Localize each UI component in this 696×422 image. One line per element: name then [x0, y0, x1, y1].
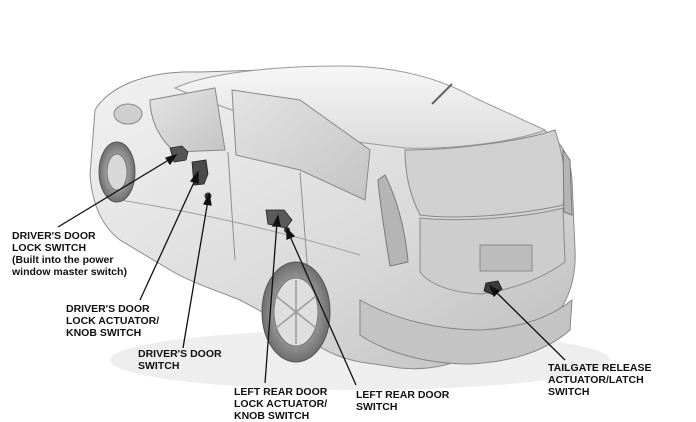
callout-text: LEFT REAR DOOR	[234, 386, 328, 398]
callout-text: ACTUATOR/LATCH	[548, 374, 644, 386]
callout-text: LOCK ACTUATOR/	[234, 398, 328, 410]
callout-left-rear-door-switch: LEFT REAR DOOR SWITCH	[356, 389, 449, 413]
leader-drivers-door-switch	[182, 199, 209, 349]
callout-left-rear-door-lock-actuator: LEFT REAR DOOR LOCK ACTUATOR/ KNOB SWITC…	[234, 386, 327, 422]
front-side-window	[149, 87, 226, 153]
antenna	[431, 83, 453, 105]
callout-text: DRIVER'S DOOR	[66, 303, 150, 315]
callout-text: LOCK ACTUATOR/	[66, 315, 160, 327]
callout-drivers-door-lock-actuator: DRIVER'S DOOR LOCK ACTUATOR/ KNOB SWITCH	[66, 303, 159, 339]
callout-text: SWITCH	[548, 386, 590, 398]
callout-text: DRIVER'S DOOR	[12, 230, 96, 242]
callout-text: TAILGATE RELEASE	[548, 362, 652, 374]
rear-window	[404, 129, 566, 218]
callout-drivers-door-lock-switch: DRIVER'S DOOR LOCK SWITCH (Built into th…	[12, 230, 127, 278]
rear-wheel-spokes	[275, 280, 317, 344]
leader-lines	[57, 153, 566, 386]
tail-light-left	[377, 174, 409, 267]
body-character-line	[119, 199, 361, 256]
callout-text: SWITCH	[356, 401, 398, 413]
front-wheel-rim	[106, 153, 128, 191]
callout-note: (Built into the power	[12, 254, 114, 266]
leader-tailgate-release	[493, 289, 566, 361]
door-seam-front	[227, 151, 236, 261]
callout-tailgate-release: TAILGATE RELEASE ACTUATOR/LATCH SWITCH	[548, 362, 651, 398]
callout-text: DRIVER'S DOOR	[138, 348, 222, 360]
callout-text: SWITCH	[138, 360, 180, 372]
callout-text: KNOB SWITCH	[234, 410, 310, 422]
side-mirror	[113, 103, 143, 125]
license-plate-recess	[479, 244, 533, 272]
callout-text: KNOB SWITCH	[66, 327, 142, 339]
leader-drivers-door-lock-switch	[57, 157, 173, 228]
leader-left-rear-door-switch	[288, 233, 357, 386]
leader-left-rear-door-lock-actuator	[264, 221, 278, 384]
callout-drivers-door-switch: DRIVER'S DOOR SWITCH	[138, 348, 222, 372]
rear-side-window	[231, 89, 371, 201]
callout-note: window master switch)	[12, 266, 127, 278]
callout-text: LOCK SWITCH	[12, 242, 87, 254]
rear-bumper	[359, 298, 573, 365]
tail-light-right	[562, 148, 573, 216]
callout-text: LEFT REAR DOOR	[356, 389, 450, 401]
leader-drivers-door-lock-actuator	[139, 177, 197, 301]
